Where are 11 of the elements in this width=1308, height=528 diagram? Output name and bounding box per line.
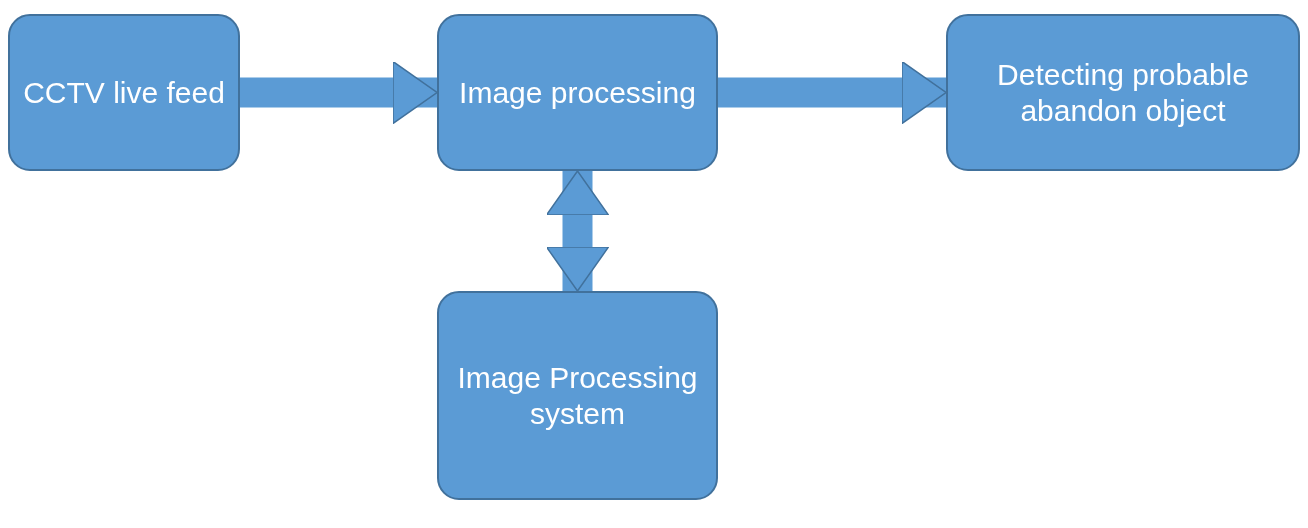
block-arrow	[718, 60, 947, 125]
process-box	[437, 14, 718, 171]
box-label: Image Processing system	[456, 359, 699, 432]
process-box	[8, 14, 240, 171]
block-arrow	[545, 170, 610, 292]
box-label: CCTV live feed	[23, 74, 225, 111]
block-arrow	[240, 60, 438, 125]
box-label: Image processing	[459, 74, 696, 111]
process-box	[946, 14, 1300, 171]
box-label: Detecting probable abandon object	[996, 56, 1250, 129]
process-box	[437, 291, 718, 500]
